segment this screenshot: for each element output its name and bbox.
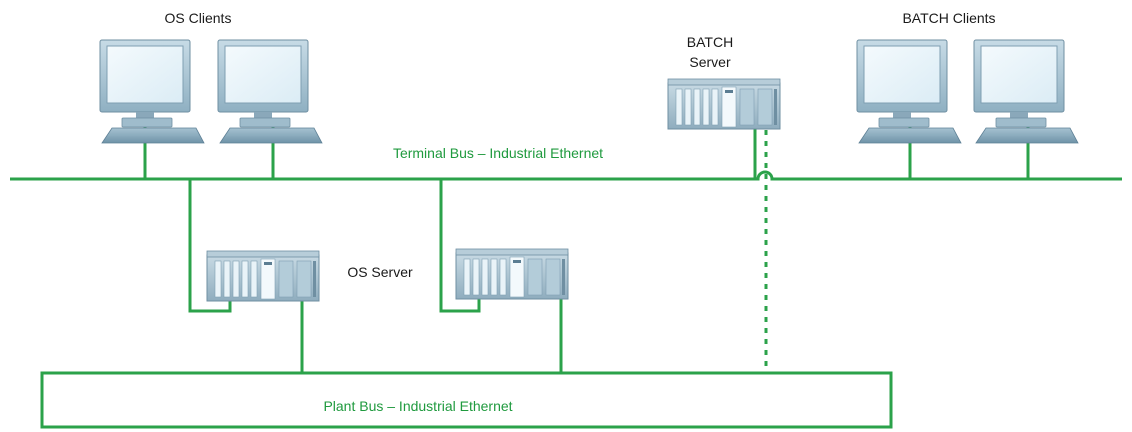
- os-server-1-terminal-link: [188, 179, 232, 313]
- batch-server-label-line1: BATCH: [687, 34, 733, 50]
- os-server-2-terminal-link: [439, 179, 481, 313]
- plant-bus-label: Plant Bus – Industrial Ethernet: [323, 398, 512, 414]
- os-server-2-icon: [455, 248, 569, 300]
- os-clients-label: OS Clients: [165, 10, 232, 26]
- terminal-bus-label: Terminal Bus – Industrial Ethernet: [393, 145, 603, 161]
- batch-server-icon: [667, 78, 781, 130]
- os-client-2-icon: [217, 39, 323, 144]
- os-server-label: OS Server: [347, 264, 413, 280]
- plant-bus-ring: [40, 371, 893, 429]
- os-client-1-icon: [99, 39, 205, 144]
- terminal-bus-line: [10, 170, 1122, 181]
- os-server-1-icon: [206, 250, 320, 302]
- batch-server-label-line2: Server: [689, 54, 731, 70]
- batch-client-2-icon: [973, 39, 1079, 144]
- batch-clients-label: BATCH Clients: [902, 10, 995, 26]
